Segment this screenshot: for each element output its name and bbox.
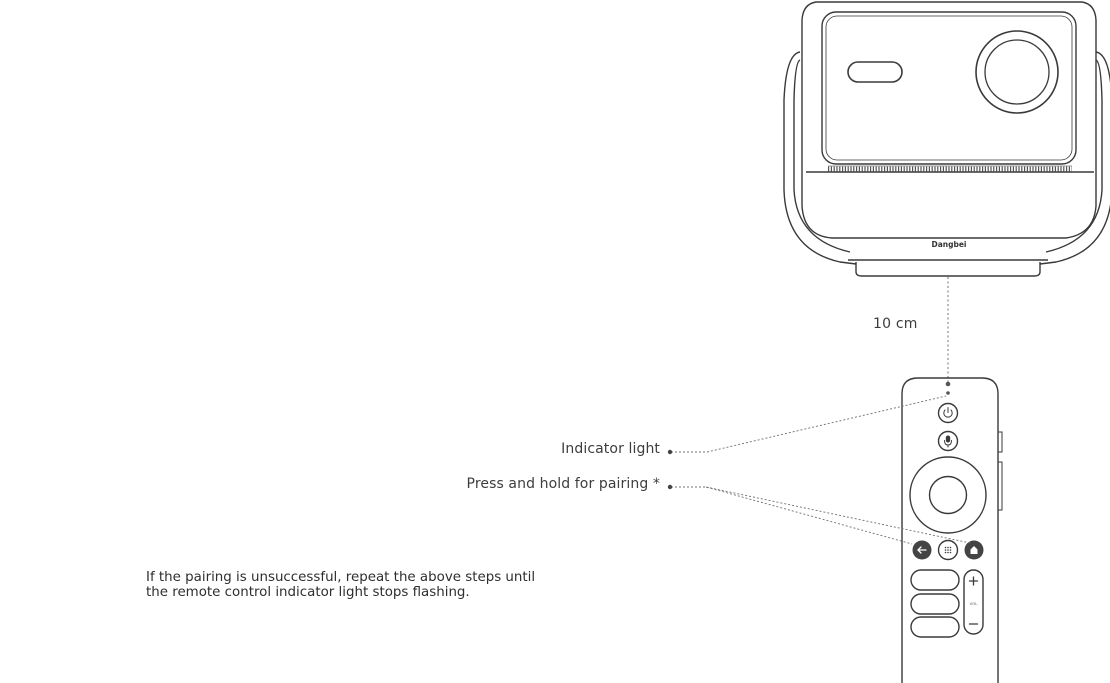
home-button	[964, 540, 984, 560]
pairing-note: If the pairing is unsuccessful, repeat t…	[146, 570, 646, 600]
distance-label: 10 cm	[873, 316, 918, 332]
volume-rocker	[963, 569, 984, 635]
apps-button	[937, 539, 959, 561]
pairing-button-callout: Press and hold for pairing *	[466, 476, 660, 492]
dpad-ring	[909, 456, 987, 534]
shortcut-button-3	[910, 616, 960, 638]
back-arrow-icon	[917, 546, 927, 554]
pairing-callout-dot	[667, 484, 673, 490]
home-icon	[970, 546, 978, 554]
brand-logo: Dangbei	[931, 240, 966, 249]
remote-control	[901, 377, 1003, 683]
pairing-note-line-2: the remote control indicator light stops…	[146, 585, 470, 600]
shortcut-button-1	[910, 569, 960, 591]
microphone-icon	[944, 435, 952, 448]
apps-grid-icon	[944, 546, 952, 554]
volume-label: VOL	[970, 601, 979, 606]
indicator-callout-dot	[667, 449, 673, 455]
indicator-light	[946, 391, 950, 395]
plus-icon	[968, 576, 979, 586]
power-button	[937, 402, 959, 424]
indicator-light-callout: Indicator light	[561, 441, 660, 457]
back-button	[912, 540, 932, 560]
pairing-leader-home	[705, 486, 971, 544]
pairing-leader-back	[671, 486, 913, 545]
distance-endpoint	[945, 381, 951, 387]
microphone-button	[937, 430, 959, 452]
indicator-leader	[671, 395, 947, 453]
projector	[783, 1, 1110, 277]
power-icon	[943, 407, 953, 418]
shortcut-button-2	[910, 593, 960, 615]
pairing-note-line-1: If the pairing is unsuccessful, repeat t…	[146, 570, 536, 585]
ok-button	[928, 475, 968, 515]
callout-leaders	[671, 395, 971, 545]
